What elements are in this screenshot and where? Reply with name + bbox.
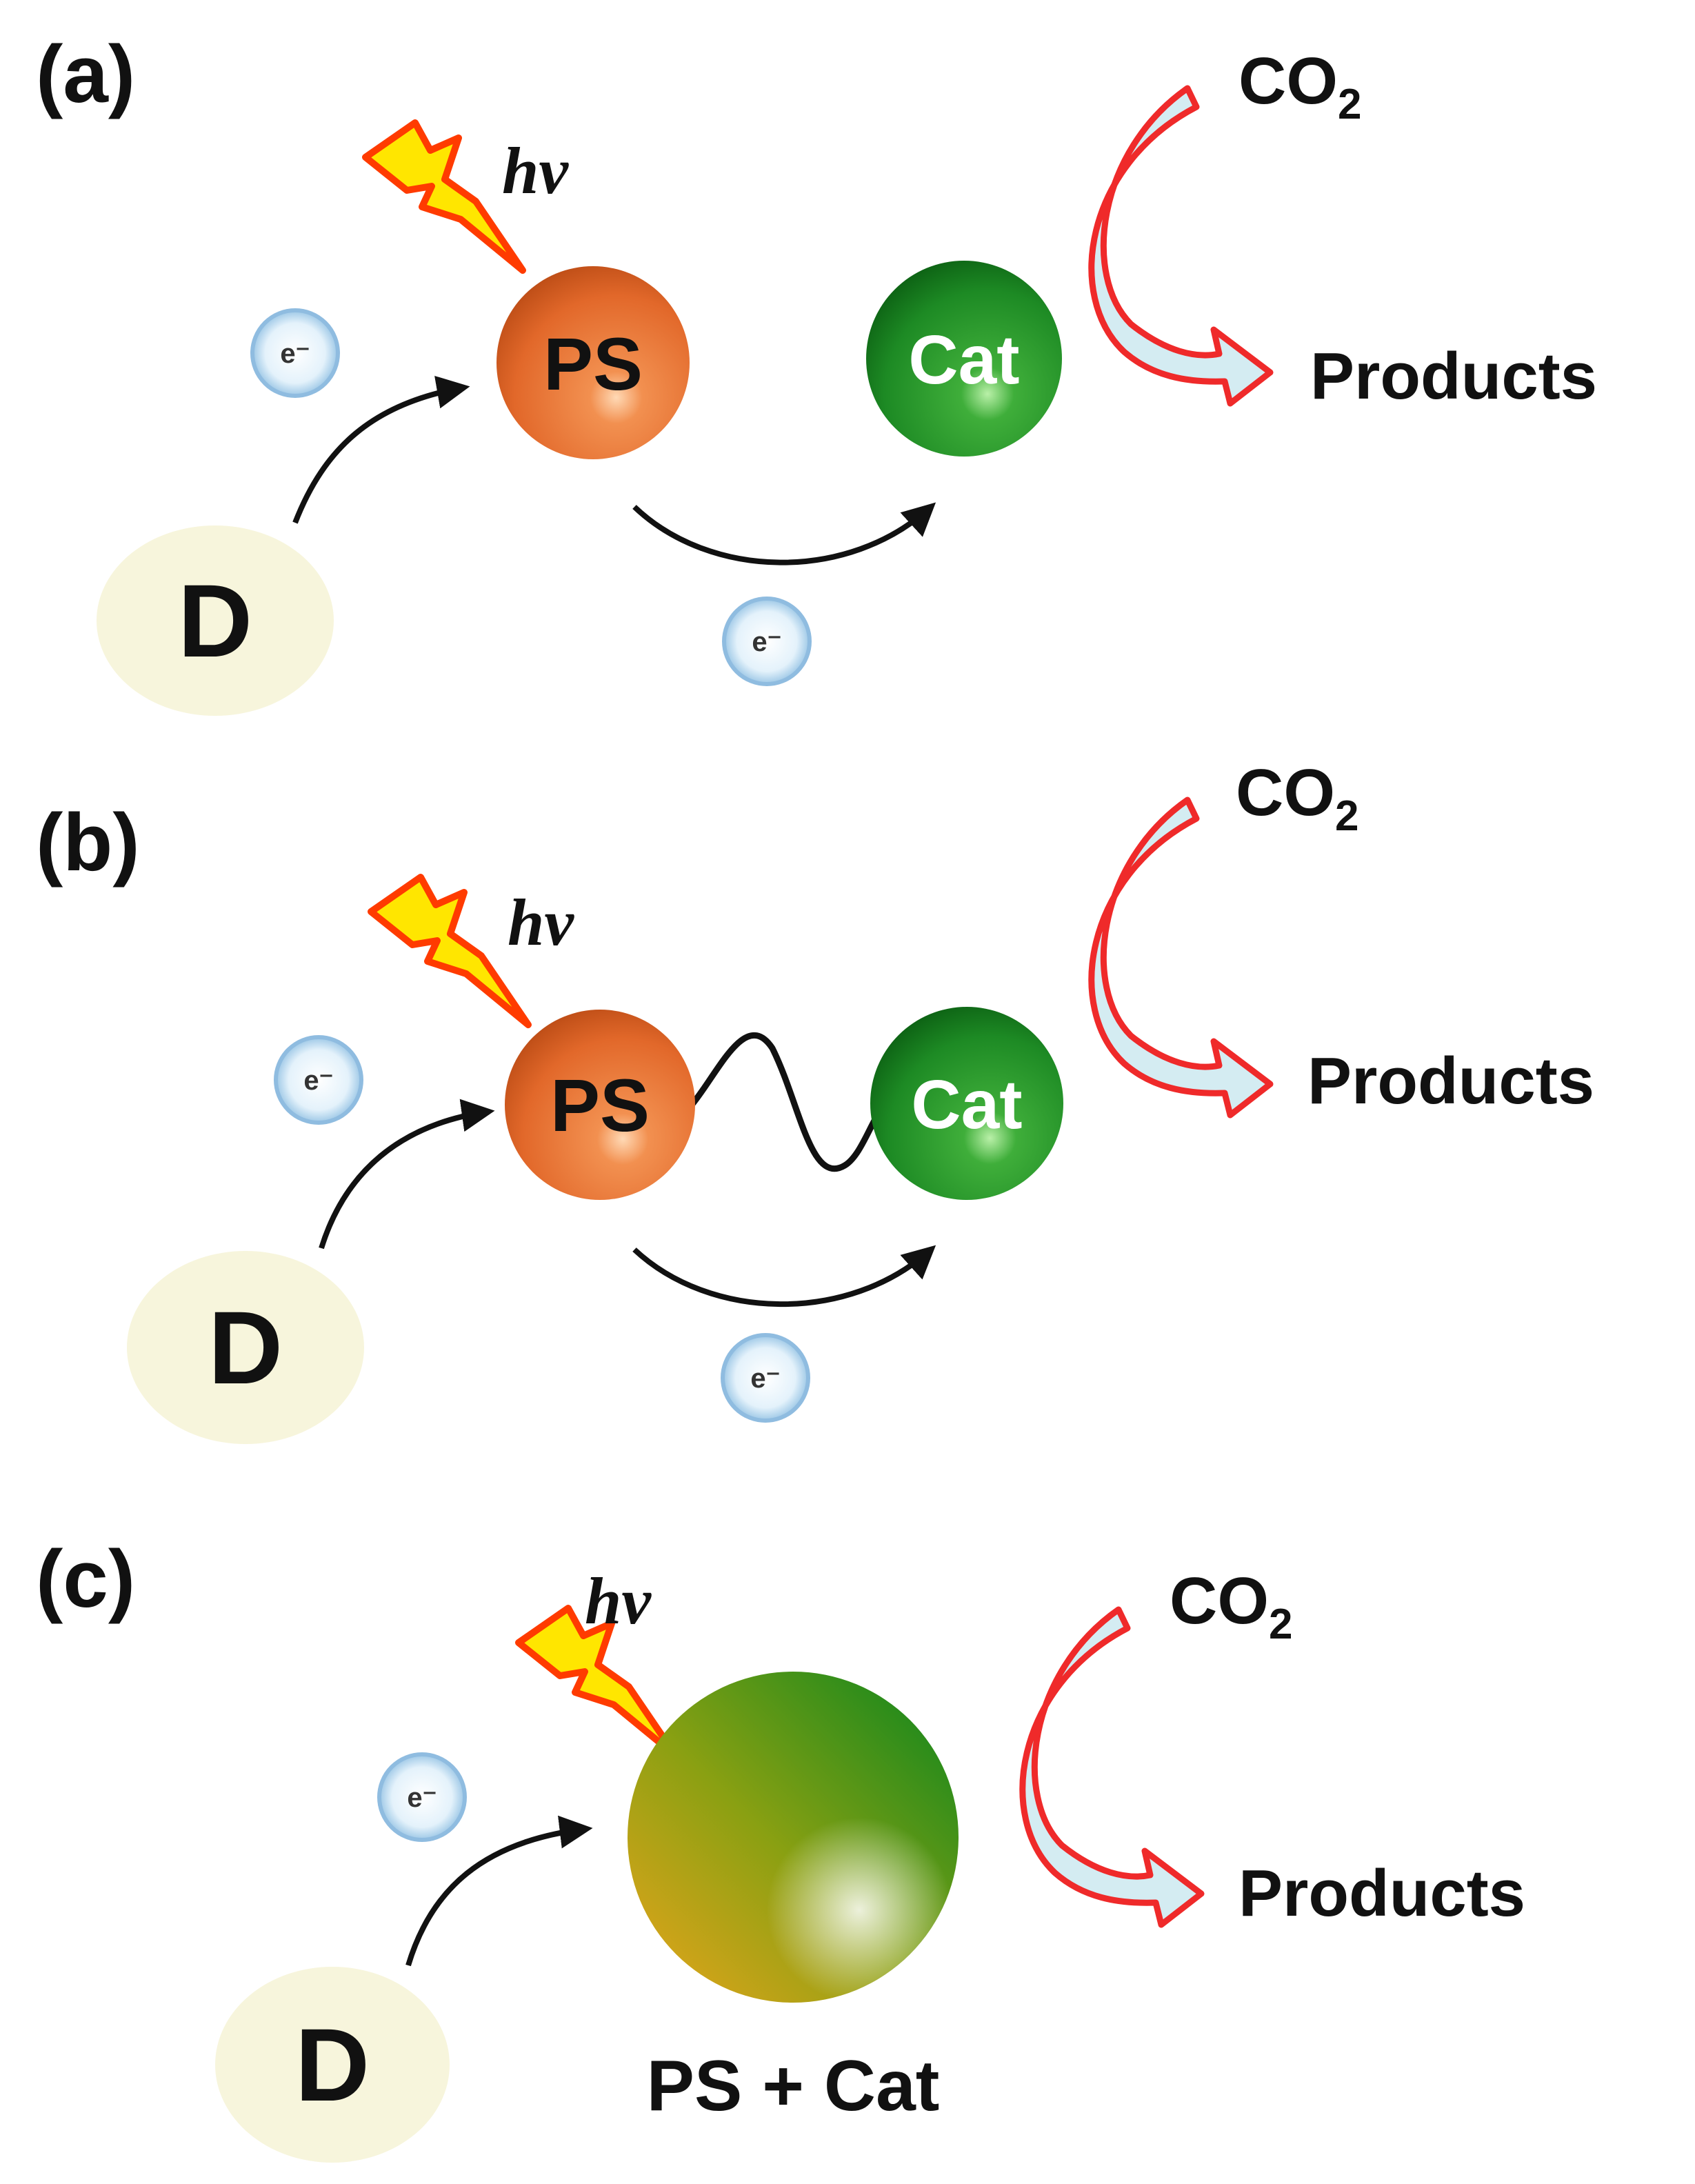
hv-label: hν — [508, 885, 574, 959]
svg-text:e⁻: e⁻ — [752, 627, 781, 657]
cat-label: Cat — [911, 1066, 1022, 1143]
ps-label: PS — [550, 1063, 650, 1147]
curved-arrow-icon — [1019, 1606, 1205, 1928]
products-label: Products — [1310, 339, 1597, 413]
ps-cat-composite-node — [628, 1672, 959, 2003]
catalyst-node — [866, 261, 1062, 457]
lightning-bolt-icon — [362, 119, 526, 274]
donor-to-ps-arrow — [292, 375, 470, 524]
donor-node — [127, 1251, 364, 1444]
covalent-linker — [687, 1032, 885, 1172]
panel-c-label: (c) — [36, 1534, 135, 1625]
panel-a-label: (a) — [36, 29, 135, 120]
svg-text:e⁻: e⁻ — [407, 1783, 437, 1813]
donor-label: D — [178, 563, 252, 679]
electron-bubble-icon: e⁻ — [722, 597, 812, 686]
donor-label: D — [295, 2007, 370, 2123]
composite-label: PS + Cat — [647, 2046, 940, 2126]
panel-c: (c) hν e⁻ D PS + Cat CO2 Products — [36, 1534, 1525, 2163]
electron-bubble-icon: e⁻ — [721, 1333, 810, 1423]
donor-to-composite-arrow — [405, 1815, 593, 1967]
donor-node — [215, 1967, 450, 2163]
panel-b-label: (b) — [36, 797, 140, 888]
donor-node — [97, 525, 334, 716]
products-label: Products — [1238, 1856, 1525, 1930]
electron-bubble-icon: e⁻ — [274, 1035, 363, 1125]
co2-label: CO2 — [1236, 756, 1358, 840]
photosensitizer-node — [505, 1010, 695, 1200]
catalyst-node — [870, 1007, 1063, 1200]
products-label: Products — [1307, 1044, 1594, 1118]
photosensitizer-node — [497, 266, 690, 459]
co2-label: CO2 — [1170, 1564, 1292, 1648]
co2-label: CO2 — [1238, 44, 1361, 128]
donor-to-ps-arrow — [319, 1099, 495, 1250]
svg-text:e⁻: e⁻ — [280, 339, 310, 369]
panel-b: (b) hν e⁻ D PS Cat e⁻ CO2 Products — [36, 756, 1594, 1444]
ps-label: PS — [543, 322, 643, 405]
electron-bubble-icon: e⁻ — [250, 308, 340, 398]
hv-label: hν — [502, 134, 569, 208]
hv-label: hν — [585, 1564, 652, 1638]
donor-label: D — [208, 1290, 283, 1405]
svg-text:e⁻: e⁻ — [303, 1065, 333, 1096]
electron-bubble-icon: e⁻ — [377, 1752, 467, 1842]
panel-a: (a) hν e⁻ D PS Cat e⁻ CO2 Products — [36, 29, 1597, 716]
lightning-bolt-icon — [368, 874, 532, 1028]
curved-arrow-icon — [1088, 797, 1274, 1119]
lightning-bolt-icon — [515, 1605, 679, 1759]
svg-text:e⁻: e⁻ — [750, 1363, 780, 1394]
curved-arrow-icon — [1088, 85, 1274, 407]
ps-to-cat-arrow — [632, 1245, 936, 1308]
ps-to-cat-arrow — [632, 502, 936, 565]
cat-label: Cat — [908, 321, 1019, 399]
